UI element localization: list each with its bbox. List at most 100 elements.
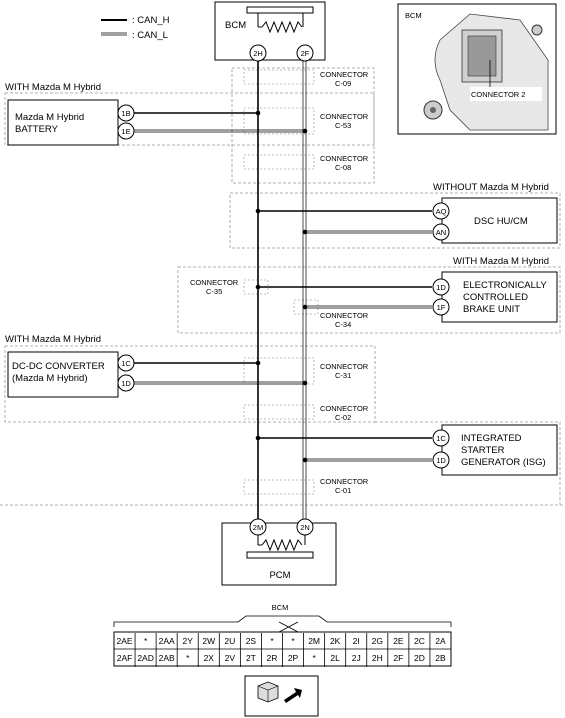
dsc-line1: DSC HU/CM [474,216,528,227]
pin-cell: 2W [202,636,215,646]
bcm-connector-inset: BCM CONNECTOR 2 [397,3,557,135]
connector-c09-box [243,69,315,85]
pin-cell: 2D [414,653,425,663]
terminating-resistor-icon [257,535,306,552]
pin-cell: 2H [372,653,383,663]
pcm-module: PCM 2M 2N [221,518,337,586]
pin-cell: 2B [435,653,446,663]
dsc-pin-h: AQ [436,207,447,216]
pin-cell: * [186,653,190,663]
dcdc-pin-h: 1C [121,359,131,368]
connector-c35-name: CONNECTOR [190,278,239,287]
brake-group-label: WITH Mazda M Hybrid [453,256,549,267]
pin-cell: 2E [393,636,404,646]
dcdc-module-box [7,351,119,398]
pin-cell: 2T [246,653,256,663]
isg-pin-h: 1C [436,434,446,443]
connector-c31-box [243,357,315,385]
pin-cell: 2AB [159,653,175,663]
pin-cell: 2AF [117,653,133,663]
connector-c31-code: C-31 [335,371,351,380]
dsc-group-box [229,192,561,249]
pin-cell: * [270,636,274,646]
pin-cell: 2X [204,653,215,663]
brake-line1: ELECTRONICALLY [463,280,547,291]
connector-c08-box [243,154,315,170]
dsc-module-box [441,197,558,244]
terminals: 2H 2F 1B 1E AQ AN 1D 1F 1C 1D 1C 1D [117,44,450,469]
connector-c02-box [243,404,315,420]
battery-line1: Mazda M Hybrid [15,112,84,123]
brake-line2: CONTROLLED [463,292,528,303]
connector-c53-code: C-53 [335,121,351,130]
dsc-group-label: WITHOUT Mazda M Hybrid [433,182,549,193]
battery-pin-h: 1B [121,109,130,118]
legend-can-l: : CAN_L [132,30,168,41]
dcdc-pin-l: 1D [121,379,131,388]
pin-cell: 2AD [137,653,154,663]
brake-pin-l: 1F [437,303,446,312]
connector-c35-box [243,279,269,295]
connector-c08-code: C-08 [335,163,351,172]
pin-cell: 2R [267,653,278,663]
dcdc-line1: DC-DC CONVERTER [12,361,105,372]
pin-cell: 2AE [116,636,132,646]
pcm-pin-l: 2N [300,523,310,532]
pin-cell: 2L [330,653,340,663]
brake-group-box [177,266,561,334]
pcm-pin-h: 2M [253,523,263,532]
bcm-pin-l: 2F [301,49,310,58]
pin-cell: 2I [353,636,360,646]
pin-cell: 2Y [183,636,194,646]
pin-cell: 2P [288,653,299,663]
dcdc-line2: (Mazda M Hybrid) [12,373,88,384]
pin-table-title: BCM [272,603,289,612]
pin-cell: * [144,636,148,646]
pin-cell: * [291,636,295,646]
pin-cell: 2S [246,636,257,646]
battery-pin-l: 1E [121,127,130,136]
connector-c31-name: CONNECTOR [320,362,369,371]
connector-c35-code: C-35 [206,287,222,296]
legend: : CAN_H : CAN_L [101,15,170,41]
isg-line1: INTEGRATED [461,433,522,444]
pin-cell: 2K [330,636,341,646]
inset-connector-label: CONNECTOR 2 [471,90,525,99]
battery-group-box [4,92,375,146]
connector-c01-code: C-01 [335,486,351,495]
connector-c08-name: CONNECTOR [320,154,369,163]
pcm-label: PCM [269,570,290,581]
pin-cell: 2AA [159,636,175,646]
brake-pin-h: 1D [436,283,446,292]
inset-title: BCM [405,11,422,20]
connector-c01-box [243,479,315,495]
dcdc-group-label: WITH Mazda M Hybrid [5,334,101,345]
can-bus-wires [257,60,307,520]
isg-line2: STARTER [461,445,505,456]
battery-module-box [7,99,119,146]
battery-group-label: WITH Mazda M Hybrid [5,82,101,93]
brake-line3: BRAKE UNIT [463,304,520,315]
isg-module-box [441,424,558,476]
bcm-label: BCM [225,20,246,31]
connector-view-icon [244,675,319,717]
bcm-pin-h: 2H [253,49,263,58]
connector-c02-name: CONNECTOR [320,404,369,413]
battery-line2: BATTERY [15,124,59,135]
connector-c34-code: C-34 [335,320,351,329]
pin-cell: * [312,653,316,663]
dcdc-group-box [4,345,376,423]
brake-module-box [441,271,558,323]
pin-cell: 2G [372,636,383,646]
pin-cell: 2J [352,653,361,663]
pin-cell: 2V [225,653,236,663]
terminating-resistor-icon [257,13,304,34]
connector-c09-code: C-09 [335,79,351,88]
pin-cell: 2U [224,636,235,646]
pin-cell: 2A [435,636,446,646]
pin-cell: 2C [414,636,425,646]
isg-line3: GENERATOR (ISG) [461,457,546,468]
connector-c53-name: CONNECTOR [320,112,369,121]
